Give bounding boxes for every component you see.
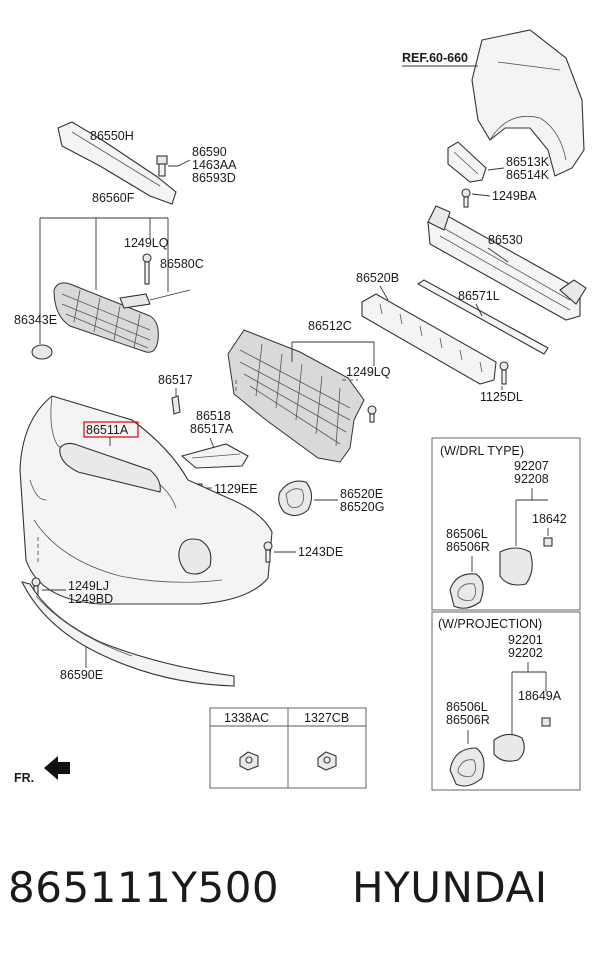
label-92208: 92208 [514, 472, 549, 486]
drl-lamp [499, 547, 533, 586]
label-18642: 18642 [532, 512, 567, 526]
upper-grille [53, 282, 159, 353]
label-86520B: 86520B [356, 271, 399, 285]
bolt-1125DL [499, 361, 509, 385]
label-86520G: 86520G [340, 500, 384, 514]
label-86560F: 86560F [92, 191, 135, 205]
label-1249LQ-a: 1249LQ [124, 236, 169, 250]
label-86513K: 86513K [506, 155, 550, 169]
label-86590E: 86590E [60, 668, 103, 682]
parts-diagram: REF.60-660 86550H 86590 1463AA 86593D 86… [14, 29, 587, 791]
label-86590: 86590 [192, 145, 227, 159]
label-86514K: 86514K [506, 168, 550, 182]
nut-1338AC [239, 751, 259, 771]
label-1327CB: 1327CB [304, 711, 349, 725]
lower-lip-86590E [20, 581, 235, 687]
label-92201: 92201 [508, 633, 543, 647]
projection-type-box [431, 611, 581, 791]
bolt-1249LQ-a [142, 253, 152, 285]
label-86506R-a: 86506R [446, 540, 490, 554]
label-86571L: 86571L [458, 289, 500, 303]
projection-bezel [449, 747, 485, 787]
drl-bezel [449, 573, 484, 609]
clip-86517 [171, 388, 181, 415]
fog-cover-86520E [278, 480, 313, 517]
lower-strip [416, 279, 549, 355]
label-1249BD: 1249BD [68, 592, 113, 606]
part-number: 865111Y500 [8, 863, 280, 912]
highlight-86511A [83, 421, 139, 438]
label-proj-title: (W/PROJECTION) [438, 617, 542, 631]
bulb-18649A [541, 717, 551, 727]
label-86518: 86518 [196, 409, 231, 423]
label-1125DL: 1125DL [480, 390, 523, 404]
label-86506L-a: 86506L [446, 527, 488, 541]
label-86550H: 86550H [90, 129, 134, 143]
fender-reference [471, 29, 585, 177]
label-86512C: 86512C [308, 319, 352, 333]
front-bumper-cover [19, 395, 273, 605]
lower-grille [227, 329, 365, 463]
label-92202: 92202 [508, 646, 543, 660]
bolt-1249LJ [31, 577, 41, 597]
bolt-1249BA [461, 188, 471, 208]
upper-bracket [57, 121, 177, 205]
bumper-beam [427, 205, 587, 321]
energy-absorber [361, 293, 497, 385]
label-86580C: 86580C [160, 257, 204, 271]
side-bracket [447, 141, 487, 183]
nut-1327CB [317, 751, 337, 771]
label-1249BA: 1249BA [492, 189, 537, 203]
emblem-86343E [31, 320, 53, 360]
label-fr: FR. [14, 771, 34, 785]
label-18649A: 18649A [518, 689, 562, 703]
brand-name: HYUNDAI [352, 863, 548, 912]
label-86593D: 86593D [192, 171, 236, 185]
label-86343E: 86343E [14, 313, 57, 327]
label-86520E: 86520E [340, 487, 383, 501]
bracket-86517A [180, 443, 249, 469]
bulb-18642 [543, 537, 553, 547]
bracket-86580C [119, 289, 191, 309]
front-direction-arrow-icon [44, 756, 70, 780]
nut-table [209, 707, 367, 789]
label-92207: 92207 [514, 459, 549, 473]
label-1249LJ: 1249LJ [68, 579, 109, 593]
label-1243DE: 1243DE [298, 545, 343, 559]
label-86506R-b: 86506R [446, 713, 490, 727]
bolt-1243DE [263, 541, 273, 563]
label-86511A: 86511A [86, 423, 129, 437]
label-drl-title: (W/DRL TYPE) [440, 444, 524, 458]
bolt-1249LQ-b [367, 405, 377, 423]
label-86530: 86530 [488, 233, 523, 247]
label-1129EE: 1129EE [214, 482, 258, 496]
label-1249LQ-b: 1249LQ [346, 365, 391, 379]
label-1463AA: 1463AA [192, 158, 237, 172]
label-86506L-b: 86506L [446, 700, 488, 714]
label-86517A: 86517A [190, 422, 234, 436]
clip-86590 [156, 155, 168, 177]
fog-lamp-projection [493, 733, 525, 762]
label-ref: REF.60-660 [402, 51, 468, 65]
label-86517: 86517 [158, 373, 193, 387]
label-1338AC: 1338AC [224, 711, 269, 725]
drl-type-box [431, 437, 581, 611]
caption: 865111Y500 HYUNDAI [0, 855, 600, 945]
